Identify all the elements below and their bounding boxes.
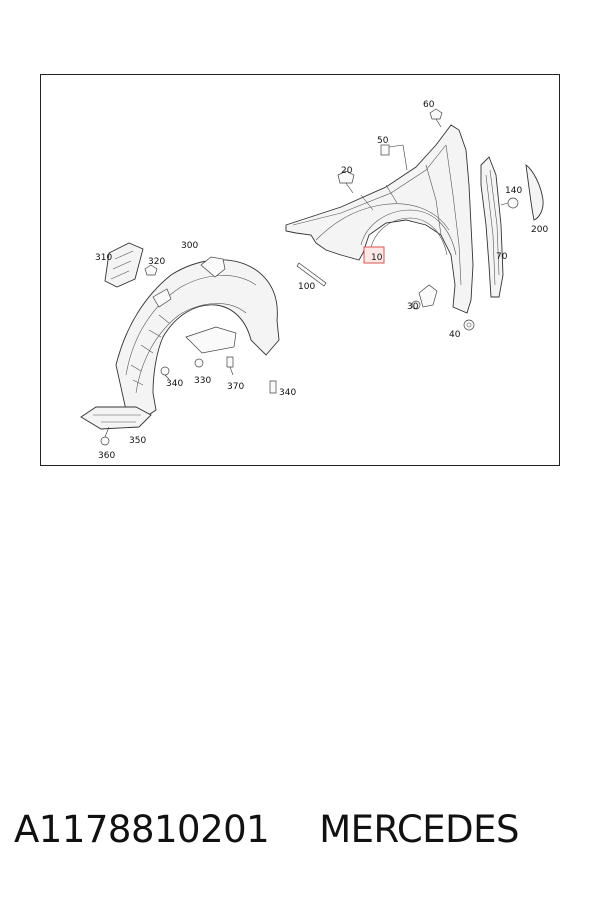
callout-300[interactable]: 300 [181, 241, 198, 251]
callout-350[interactable]: 350 [129, 436, 146, 446]
callout-140[interactable]: 140 [505, 186, 522, 196]
callout-50[interactable]: 50 [377, 136, 389, 146]
callout-60[interactable]: 60 [423, 100, 435, 110]
callout-100[interactable]: 100 [298, 282, 315, 292]
callout-40[interactable]: 40 [449, 330, 461, 340]
screw-340-right [269, 380, 277, 394]
part-number: A1178810201 [14, 808, 270, 851]
callout-310[interactable]: 310 [95, 253, 112, 263]
clip-20 [337, 170, 355, 194]
callout-20[interactable]: 20 [341, 166, 353, 176]
callout-360[interactable]: 360 [98, 451, 115, 461]
callout-340-right[interactable]: 340 [279, 388, 296, 398]
bracket-30 [411, 284, 438, 310]
screw-340-left [160, 366, 170, 380]
wheel-arch-liner [115, 256, 280, 421]
panel-350 [80, 406, 152, 430]
callout-370[interactable]: 370 [227, 382, 244, 392]
clip-320 [144, 264, 158, 276]
callout-330[interactable]: 330 [194, 376, 211, 386]
callout-340-left[interactable]: 340 [166, 379, 183, 389]
callout-200[interactable]: 200 [531, 225, 548, 235]
bolt-50 [380, 144, 408, 171]
parts-diagram: 10 20 30 40 50 60 70 100 140 200 300 310… [40, 74, 560, 466]
reinforcement-70 [480, 156, 504, 298]
front-fender [285, 124, 474, 314]
brand-name: MERCEDES [319, 808, 519, 851]
bracket-310 [104, 242, 144, 288]
exploded-view-drawing: 10 20 30 40 50 60 70 100 140 200 300 310… [80, 100, 548, 461]
callout-30[interactable]: 30 [407, 302, 419, 312]
clip-60 [429, 108, 443, 128]
callout-320[interactable]: 320 [148, 257, 165, 267]
bolt-360 [100, 426, 110, 446]
callout-10[interactable]: 10 [371, 253, 383, 263]
callout-70[interactable]: 70 [496, 252, 508, 262]
selected-part-highlight [363, 246, 385, 264]
part-number-caption: A1178810201 MERCEDES [14, 808, 586, 858]
trim-200 [525, 164, 544, 221]
screw-370 [226, 356, 234, 376]
bolt-140 [500, 197, 519, 209]
trim-strip-100 [296, 262, 327, 287]
nut-330 [194, 358, 204, 368]
nut-40 [463, 319, 475, 331]
